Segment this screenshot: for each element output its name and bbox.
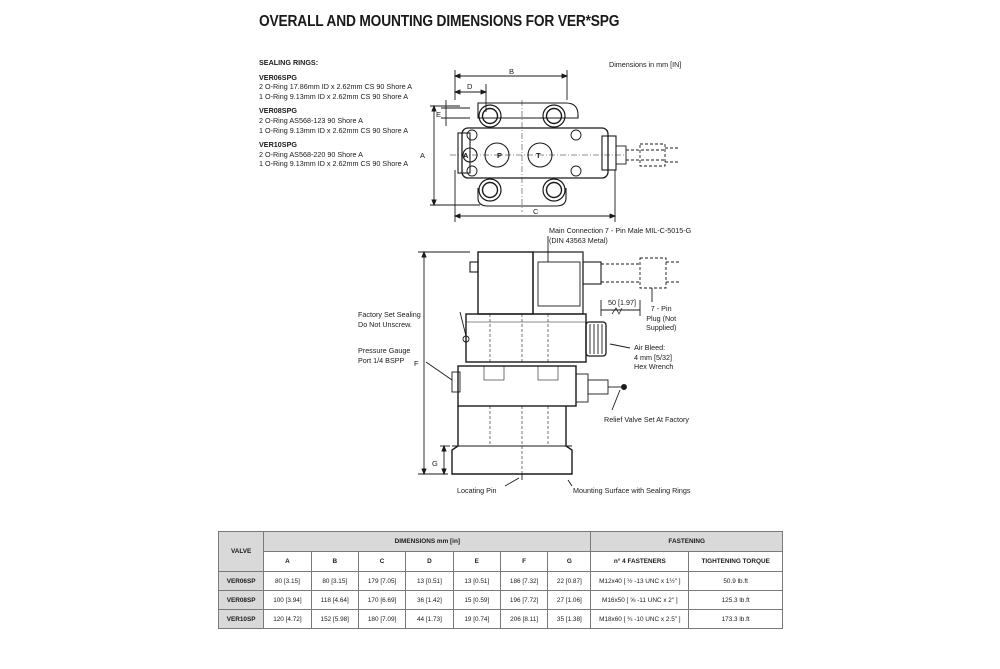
sealing-heading: SEALING RINGS: bbox=[259, 58, 319, 67]
dim-letter-e: E bbox=[436, 110, 441, 119]
sealing-group-name: VER06SPG bbox=[259, 72, 297, 82]
table-cell: 50.9 lb.ft bbox=[688, 571, 783, 591]
fasteners-col-header: n° 4 FASTENERS bbox=[590, 551, 690, 572]
col-header: E bbox=[452, 551, 501, 572]
callout-main-connection: Main Connection 7 - Pin Male MIL-C-5015-… bbox=[549, 226, 691, 245]
table-cell: 180 [7.09] bbox=[357, 609, 407, 629]
fastening-header: FASTENING bbox=[590, 531, 783, 552]
table-cell: 13 [0.51] bbox=[452, 571, 501, 591]
sealing-line: 1 O-Ring 9.13mm ID x 2.62mm CS 90 Shore … bbox=[259, 91, 408, 101]
callout-pressure-gauge: Pressure Gauge Port 1/4 BSPP bbox=[358, 346, 410, 365]
table-cell: 27 [1.06] bbox=[547, 590, 592, 610]
dim-letter-a: A bbox=[420, 151, 425, 160]
sealing-group-ver10: VER10SPG 2 O-Ring AS568-220 90 Shore A 1… bbox=[259, 140, 449, 169]
table-cell: 80 [3.15] bbox=[263, 571, 312, 591]
table-cell: 19 [0.74] bbox=[452, 609, 501, 629]
table-cell: 170 [6.69] bbox=[357, 590, 407, 610]
table-cell: 152 [5.98] bbox=[310, 609, 359, 629]
valve-name: VER08SP bbox=[217, 590, 265, 610]
callout-line: Hex Wrench bbox=[634, 362, 674, 371]
col-header: B bbox=[310, 551, 359, 572]
sealing-line: 2 O-Ring AS568-220 90 Shore A bbox=[259, 149, 363, 159]
table-cell: 125.3 lb.ft bbox=[688, 590, 783, 610]
table-cell: 173.3 lb.ft bbox=[688, 609, 783, 629]
valve-header: VALVE bbox=[217, 531, 265, 572]
sealing-group-ver06: VER06SPG 2 O-Ring 17.86mm ID x 2.62mm CS… bbox=[259, 73, 449, 102]
callout-line: Pressure Gauge bbox=[358, 346, 411, 355]
callout-line: Plug (Not bbox=[646, 313, 677, 323]
callout-locating-pin: Locating Pin bbox=[457, 486, 497, 495]
table-cell: 206 [8.11] bbox=[499, 609, 549, 629]
table-cell: 100 [3.94] bbox=[263, 590, 312, 610]
table-cell: 13 [0.51] bbox=[405, 571, 454, 591]
dimensions-table: VALVE DIMENSIONS mm [in] FASTENING A B C… bbox=[217, 531, 783, 629]
col-header: D bbox=[405, 551, 454, 572]
callout-line: Port 1/4 BSPP bbox=[358, 355, 405, 365]
sealing-line: 1 O-Ring 9.13mm ID x 2.62mm CS 90 Shore … bbox=[259, 125, 408, 135]
port-letter-a: A bbox=[463, 151, 469, 160]
dim-letter-f: F bbox=[414, 359, 419, 368]
sealing-line: 2 O-Ring AS568-123 90 Shore A bbox=[259, 115, 363, 125]
page-title: OVERALL AND MOUNTING DIMENSIONS FOR VER*… bbox=[259, 13, 620, 30]
callout-line: 4 mm [5/32] bbox=[634, 352, 672, 362]
table-cell: 80 [3.15] bbox=[310, 571, 359, 591]
sealing-rings-section: SEALING RINGS: VER06SPG 2 O-Ring 17.86mm… bbox=[259, 58, 449, 169]
valve-name: VER10SP bbox=[217, 609, 265, 629]
col-header: G bbox=[547, 551, 592, 572]
valve-name: VER06SP bbox=[217, 571, 265, 591]
callout-line: Do Not Unscrew. bbox=[358, 319, 412, 329]
table-cell: 44 [1.73] bbox=[405, 609, 454, 629]
units-note: Dimensions in mm [IN] bbox=[609, 60, 682, 69]
table-cell: 196 [7.72] bbox=[499, 590, 549, 610]
table-row: VER10SP 120 [4.72] 152 [5.98] 180 [7.09]… bbox=[217, 609, 783, 629]
table-cell: 186 [7.32] bbox=[499, 571, 549, 591]
col-header: C bbox=[357, 551, 407, 572]
port-letter-p: P bbox=[497, 151, 502, 160]
table-cell: M12x40 [ ½ -13 UNC x 1½" ] bbox=[590, 571, 690, 591]
table-cell: 35 [1.38] bbox=[547, 609, 592, 629]
sealing-line: 2 O-Ring 17.86mm ID x 2.62mm CS 90 Shore… bbox=[259, 82, 412, 92]
table-cell: 179 [7.05] bbox=[357, 571, 407, 591]
sealing-group-name: VER10SPG bbox=[259, 140, 297, 150]
dim-letter-b: B bbox=[509, 67, 514, 76]
table-cell: 15 [0.59] bbox=[452, 590, 501, 610]
dim-letter-g: G bbox=[432, 459, 438, 468]
callout-relief-valve: Relief Valve Set At Factory bbox=[604, 415, 689, 424]
callout-line: Factory Set Sealing . bbox=[358, 310, 425, 319]
dim-letter-c: C bbox=[533, 207, 539, 216]
callout-dim-50: 50 [1.97] bbox=[608, 298, 636, 307]
table-header-row: VALVE DIMENSIONS mm [in] FASTENING bbox=[217, 531, 783, 572]
sealing-group-name: VER08SPG bbox=[259, 106, 297, 116]
callout-line: Main Connection 7 - Pin Male MIL-C-5015-… bbox=[549, 226, 692, 235]
torque-col-header: TIGHTENING TORQUE bbox=[688, 551, 783, 572]
sealing-line: 1 O-Ring 9.13mm ID x 2.62mm CS 90 Shore … bbox=[259, 159, 408, 169]
table-row: VER08SP 100 [3.94] 118 [4.64] 170 [6.69]… bbox=[217, 590, 783, 610]
table-cell: 118 [4.64] bbox=[310, 590, 359, 610]
table-subheader-row: A B C D E F G n° 4 FASTENERS TIGHTENING … bbox=[219, 551, 783, 572]
callout-mounting-surface: Mounting Surface with Sealing Rings bbox=[573, 486, 691, 495]
callout-line: (DIN 43563 Metal) bbox=[549, 235, 608, 245]
table-cell: M16x50 [ ⅝ -11 UNC x 2" ] bbox=[590, 590, 690, 610]
callout-line: 7 - Pin bbox=[650, 304, 672, 313]
dim-letter-d: D bbox=[467, 82, 473, 91]
col-header: A bbox=[263, 551, 312, 572]
callout-plug: 7 - Pin Plug (Not Supplied) bbox=[646, 304, 676, 333]
table-cell: M18x60 [ ¾ -10 UNC x 2.5" ] bbox=[590, 609, 690, 629]
col-header: F bbox=[499, 551, 549, 572]
callout-air-bleed: Air Bleed: 4 mm [5/32] Hex Wrench bbox=[634, 343, 673, 372]
table-cell: 120 [4.72] bbox=[263, 609, 312, 629]
port-letter-t: T bbox=[536, 151, 541, 160]
top-view: B D E A C bbox=[420, 67, 678, 222]
sealing-group-ver08: VER08SPG 2 O-Ring AS568-123 90 Shore A 1… bbox=[259, 106, 449, 135]
table-cell: 22 [0.87] bbox=[547, 571, 592, 591]
callout-line: Air Bleed: bbox=[634, 343, 666, 352]
table-row: VER06SP 80 [3.15] 80 [3.15] 179 [7.05] 1… bbox=[217, 571, 783, 591]
callout-factory-sealing: Factory Set Sealing . Do Not Unscrew. bbox=[358, 310, 425, 329]
table-cell: 36 [1.42] bbox=[405, 590, 454, 610]
side-view: F G bbox=[414, 236, 680, 487]
dimensions-header: DIMENSIONS mm [in] bbox=[263, 531, 592, 552]
callout-line: Supplied) bbox=[646, 323, 677, 332]
